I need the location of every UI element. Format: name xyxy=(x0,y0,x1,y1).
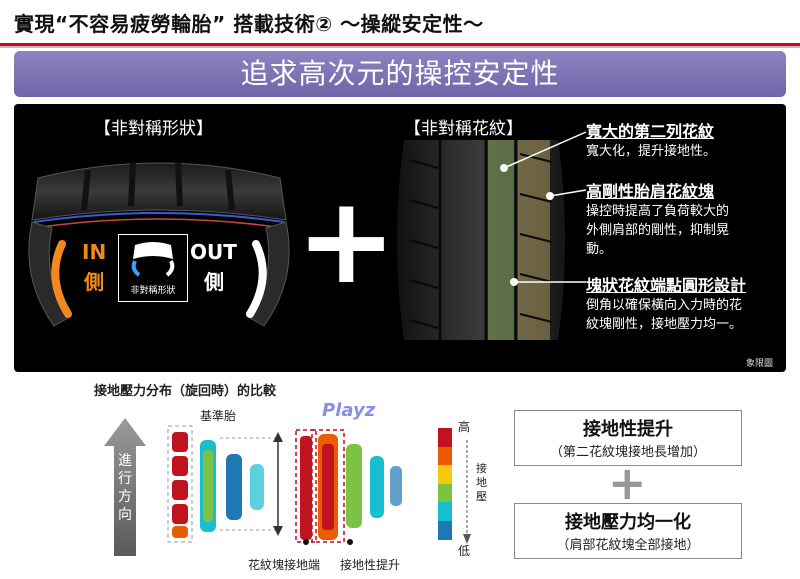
direction-char: 方 xyxy=(118,489,132,505)
benefit-box-pressure: 接地壓力均一化 （肩部花紋塊全部接地） xyxy=(514,503,742,559)
out-side-label-2: 側 xyxy=(204,270,224,294)
icon-caption: 非對稱形狀 xyxy=(130,286,176,296)
playz-logo: Playz xyxy=(322,400,376,421)
scale-axis-label: 接 地 壓 xyxy=(476,462,488,504)
scale-swatch xyxy=(438,520,452,540)
benefit-title: 接地壓力均一化 xyxy=(565,512,691,533)
header-gray-rule xyxy=(0,46,800,48)
annotation-line: 外側肩部的剛性，抑制晃 xyxy=(586,223,730,238)
benefit-box-contact: 接地性提升 （第二花紋塊接地長增加） xyxy=(514,410,742,466)
image-credit: 象限圖 xyxy=(746,359,774,369)
pressure-color-scale xyxy=(438,428,452,540)
scale-axis-char: 接 xyxy=(476,462,487,475)
direction-label: 進 行 方 向 xyxy=(117,452,133,524)
header-red-rule xyxy=(0,43,800,46)
annotation-line: 寬大化，提升接地性。 xyxy=(586,144,717,159)
in-side-label-2: 側 xyxy=(84,270,104,294)
direction-arrow-icon xyxy=(104,418,146,556)
asymmetric-pattern-label: 【非對稱花紋】 xyxy=(404,119,523,139)
annotation-dot-1 xyxy=(500,164,508,172)
standard-footprint xyxy=(172,432,264,538)
scale-axis-char: 地 xyxy=(476,476,487,489)
scale-swatch xyxy=(438,428,452,447)
page-title: 實現“不容易疲勞輪胎” 搭載技術② ～操縱安定性～ xyxy=(14,12,484,36)
annotation-dot-3 xyxy=(510,278,518,286)
tire-cross-section-image xyxy=(28,162,290,327)
banner-title: 追求高次元的操控安定性 xyxy=(240,57,560,90)
caption-block-edge: 花紋塊接地端 xyxy=(248,558,321,572)
annotation-line: 紋塊剛性，接地壓力均一。 xyxy=(586,317,743,332)
direction-char: 進 xyxy=(118,453,132,469)
scale-swatch xyxy=(438,465,452,484)
annotation-title: 塊狀花紋端點圓形設計 xyxy=(586,276,747,295)
annotation-title: 寬大的第二列花紋 xyxy=(586,122,715,141)
in-side-label: IN xyxy=(82,240,107,264)
plus-sign: + xyxy=(296,172,397,311)
asymmetric-shape-label: 【非對稱形狀】 xyxy=(94,119,213,139)
scale-swatch xyxy=(438,502,452,521)
benefit-title: 接地性提升 xyxy=(583,419,673,440)
scale-swatch xyxy=(438,483,452,503)
tire-technology-panel: 【非對稱形狀】 【非對稱花紋】 IN 側 OUT 側 非對稱形狀 + xyxy=(14,104,786,372)
section-banner: 追求高次元的操控安定性 xyxy=(14,51,786,97)
pressure-section-title: 接地壓力分布（旋回時）的比較 xyxy=(94,384,277,399)
playz-footprint xyxy=(300,434,402,540)
tire-tread-image xyxy=(397,140,565,340)
direction-char: 行 xyxy=(118,471,132,487)
benefit-plus-sign: + xyxy=(608,456,647,510)
benefit-sub: （肩部花紋塊全部接地） xyxy=(556,538,700,553)
scale-axis-char: 壓 xyxy=(476,490,487,503)
annotation-title: 高剛性胎肩花紋塊 xyxy=(586,182,715,201)
scale-high-label: 高 xyxy=(458,420,471,434)
caption-contact-improved: 接地性提升 xyxy=(340,558,401,572)
benefit-sub: （第二花紋塊接地長增加） xyxy=(549,445,706,460)
direction-char: 向 xyxy=(118,507,132,523)
annotation-rigid-shoulder: 高剛性胎肩花紋塊 操控時提高了負荷較大的 外側肩部的剛性，抑制晃 動。 xyxy=(586,178,782,259)
out-side-label: OUT xyxy=(190,240,237,264)
scale-low-label: 低 xyxy=(458,544,471,558)
scale-swatch xyxy=(438,446,452,466)
header: 實現“不容易疲勞輪胎” 搭載技術② ～操縱安定性～ xyxy=(0,0,800,48)
annotation-wide-second-rib: 寬大的第二列花紋 寬大化，提升接地性。 xyxy=(586,118,782,161)
scale-arrow-icon xyxy=(463,440,471,544)
tire-profile-icon xyxy=(131,242,175,277)
annotation-line: 操控時提高了負荷較大的 xyxy=(586,204,730,219)
asymmetric-shape-icon-box: 非對稱形狀 xyxy=(118,234,188,302)
annotation-line: 動。 xyxy=(586,242,613,257)
standard-tire-label: 基準胎 xyxy=(200,409,237,423)
annotation-leaders xyxy=(503,131,587,283)
annotation-rounded-block-ends: 塊狀花紋端點圓形設計 倒角以確保橫向入力時的花 紋塊剛性，接地壓力均一。 xyxy=(586,272,782,334)
contact-pressure-footprints xyxy=(167,425,402,545)
annotation-line: 倒角以確保橫向入力時的花 xyxy=(586,298,743,313)
annotation-dot-2 xyxy=(546,192,554,200)
